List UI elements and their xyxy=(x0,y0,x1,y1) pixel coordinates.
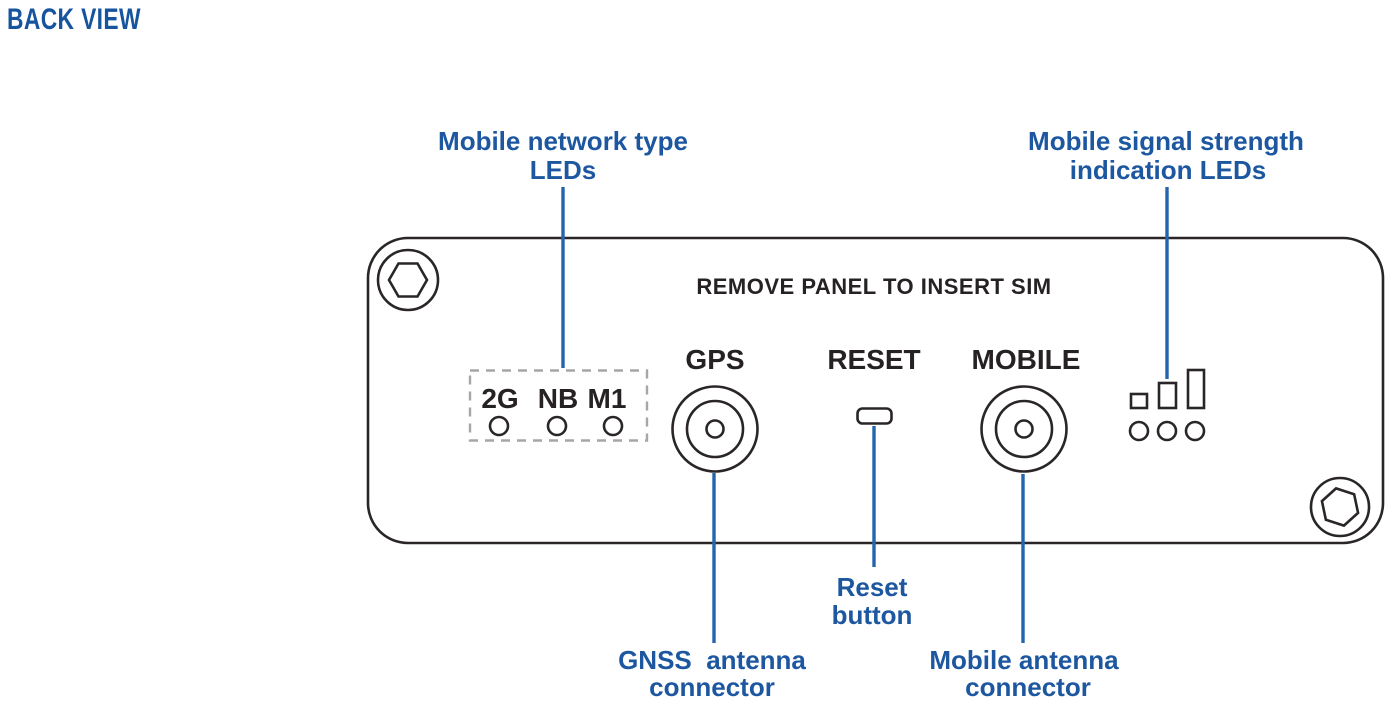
callout-network-type-label: Mobile network type LEDs xyxy=(438,126,688,185)
connector-pin xyxy=(705,419,725,439)
connector-middle-ring xyxy=(685,399,745,459)
led-label-nb: NB xyxy=(538,383,578,414)
callout-text-line: indication LEDs xyxy=(1070,155,1266,185)
callout-text-line: LEDs xyxy=(530,155,596,185)
callout-gnss-label: GNSS antenna connector xyxy=(618,645,806,702)
network-leds-dashed-box xyxy=(468,369,649,442)
reset-button xyxy=(856,407,893,425)
screw-ring xyxy=(376,248,440,312)
screw-hex-socket xyxy=(387,262,429,298)
callout-text-line: GNSS antenna xyxy=(618,645,806,675)
callout-reset-label: Reset button xyxy=(832,572,913,630)
callout-text-line: connector xyxy=(649,672,775,702)
signal-led-3 xyxy=(1184,420,1206,442)
callout-text-line: Mobile antenna xyxy=(929,645,1119,675)
signal-bar-small xyxy=(1129,392,1149,410)
connector-outer-ring xyxy=(980,385,1068,473)
signal-led-2 xyxy=(1156,420,1178,442)
led-nb-indicator xyxy=(546,415,568,437)
callout-text-line: Mobile network type xyxy=(438,126,688,156)
led-2g-indicator xyxy=(488,415,510,437)
callout-signal-strength-label: Mobile signal strength indication LEDs xyxy=(1028,126,1304,185)
connector-pin xyxy=(1014,419,1034,439)
callout-text-line: Mobile signal strength xyxy=(1028,126,1304,156)
signal-strength-bars-icon xyxy=(1129,368,1206,410)
screw-bottom-right-icon xyxy=(1309,476,1371,538)
signal-strength-leds xyxy=(1128,420,1206,442)
callout-mobile-antenna-label: Mobile antenna connector xyxy=(929,645,1119,702)
signal-bar-large xyxy=(1186,368,1206,410)
connector-middle-ring xyxy=(994,399,1054,459)
screw-hex-socket xyxy=(1320,486,1360,528)
screw-top-left-icon xyxy=(376,248,440,312)
sim-notice-text: REMOVE PANEL TO INSERT SIM xyxy=(696,274,1051,299)
screw-ring xyxy=(1309,476,1371,538)
callout-text-line: Reset xyxy=(837,572,908,602)
led-m1-indicator xyxy=(602,415,624,437)
page-title: BACK VIEW xyxy=(7,3,141,36)
signal-led-1 xyxy=(1128,420,1150,442)
gps-port-label: GPS xyxy=(685,344,744,375)
led-label-2g: 2G xyxy=(481,383,518,414)
mobile-port-label: MOBILE xyxy=(972,344,1081,375)
mobile-antenna-connector xyxy=(980,385,1068,473)
signal-bar-medium xyxy=(1157,381,1178,410)
callout-text-line: button xyxy=(832,600,913,630)
reset-port-label: RESET xyxy=(827,344,920,375)
led-label-m1: M1 xyxy=(588,383,627,414)
callout-text-line: connector xyxy=(965,672,1091,702)
connector-outer-ring xyxy=(671,385,759,473)
gnss-antenna-connector xyxy=(671,385,759,473)
